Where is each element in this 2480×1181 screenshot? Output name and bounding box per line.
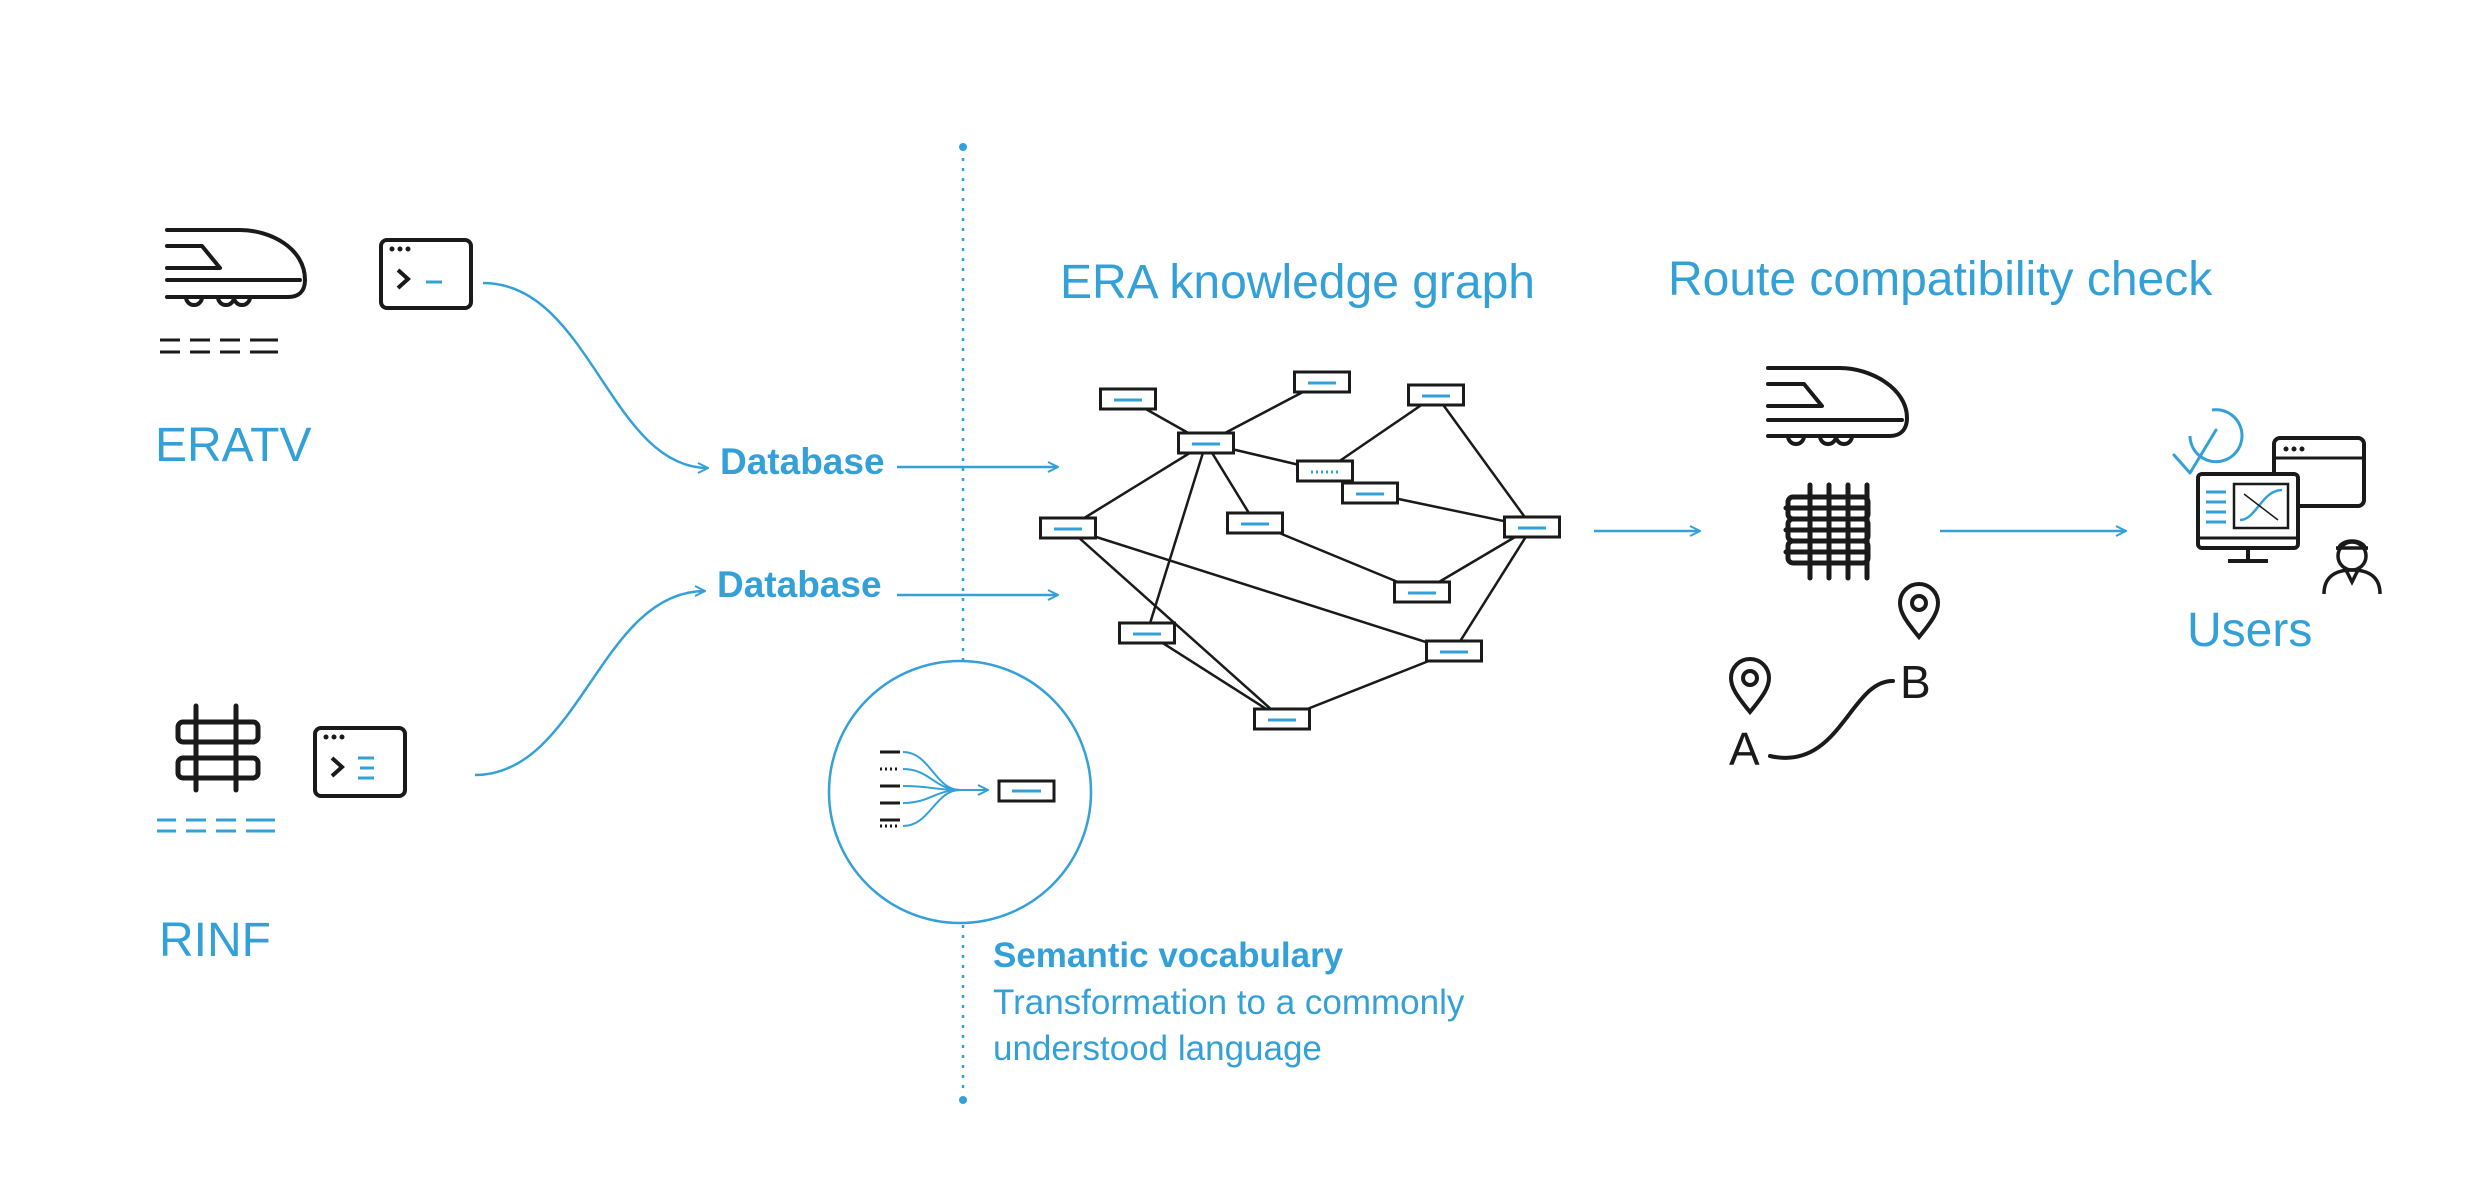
graph-edge — [1434, 394, 1534, 528]
checkmark-icon — [2172, 408, 2244, 475]
semantic-vocabulary-line-1: Transformation to a commonly — [993, 983, 1465, 1022]
graph-edge — [1452, 526, 1534, 652]
users-label: Users — [2187, 604, 2313, 657]
rinf-track-icon — [175, 703, 261, 793]
database-label-2: Database — [717, 564, 882, 605]
route-point-a: A — [1729, 723, 1760, 775]
semantic-vocabulary-title: Semantic vocabulary — [993, 936, 1344, 975]
graph-edge — [1067, 441, 1207, 530]
database-label-1: Database — [720, 441, 885, 482]
graph-edge — [1146, 631, 1283, 721]
user-icon — [2322, 539, 2382, 595]
route-train-icon — [1766, 366, 1909, 446]
knowledge-graph-title: ERA knowledge graph — [1060, 256, 1535, 309]
graph-edge — [1067, 526, 1455, 653]
eratv-rail-dashes — [160, 338, 278, 354]
graph-node — [1296, 459, 1354, 483]
eratv-label: ERATV — [155, 419, 312, 472]
route-point-b: B — [1900, 656, 1931, 708]
rinf-label: RINF — [159, 914, 271, 967]
eratv-terminal-window-icon — [379, 238, 473, 310]
route-track-icon — [1783, 482, 1871, 581]
location-pin-icon — [1728, 582, 1941, 716]
rinf-to-database-curve — [474, 591, 705, 777]
rinf-rail-dashes — [157, 818, 275, 833]
graph-edge — [1145, 442, 1208, 634]
knowledge-graph — [1039, 370, 1561, 731]
graph-edge — [1324, 393, 1437, 473]
eratv-to-database-curve — [482, 281, 708, 468]
eratv-train-icon — [165, 228, 307, 307]
route-path — [1768, 678, 1895, 760]
dotted-divider — [959, 143, 967, 1104]
computer-monitor-icon — [2196, 472, 2300, 563]
semantic-vocabulary-line-2: understood language — [993, 1029, 1322, 1068]
graph-edge — [1204, 442, 1257, 524]
semantic-vocabulary-icon — [827, 659, 1093, 925]
route-check-title: Route compatibility check — [1668, 253, 2213, 306]
rinf-terminal-window-list-icon — [313, 726, 407, 798]
